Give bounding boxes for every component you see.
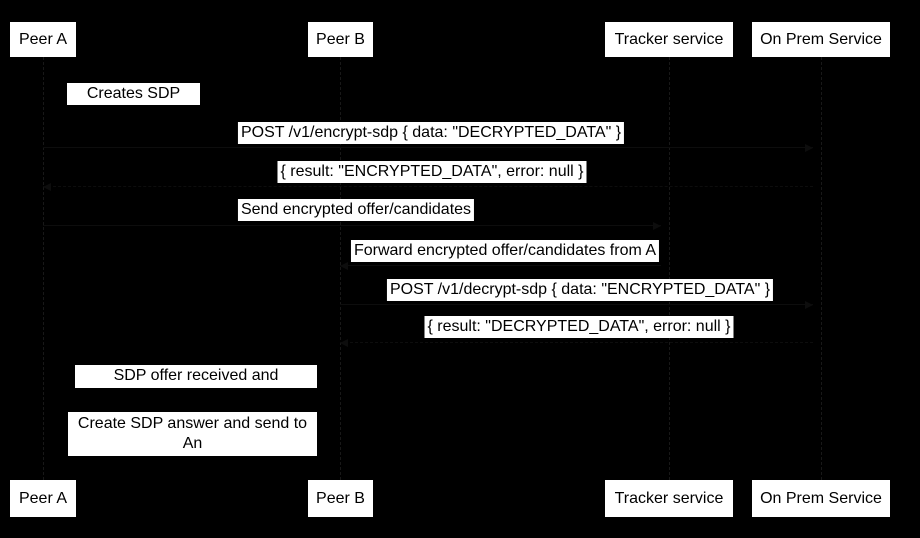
message-send-encrypted-offer: Send encrypted offer/candidates bbox=[237, 199, 475, 221]
arrowhead-icon bbox=[805, 144, 813, 152]
arrow-send-offer bbox=[43, 222, 661, 230]
arrow-decrypt-request bbox=[340, 301, 813, 309]
arrow-decrypt-response bbox=[340, 339, 813, 347]
message-encrypt-sdp-response: { result: "ENCRYPTED_DATA", error: null … bbox=[277, 161, 587, 183]
lifeline-tracker-service bbox=[669, 57, 670, 480]
arrowhead-icon bbox=[805, 301, 813, 309]
message-forward-encrypted-offer: Forward encrypted offer/candidates from … bbox=[350, 240, 660, 262]
arrow-forward-offer bbox=[340, 262, 661, 270]
arrowhead-icon bbox=[43, 183, 51, 191]
note-line-1: Create SDP answer and send to An bbox=[77, 415, 308, 452]
arrowhead-icon bbox=[340, 262, 348, 270]
note-creates-sdp-offer: Creates SDP offer bbox=[67, 83, 200, 122]
actor-on-prem-service-bottom: On Prem Service bbox=[752, 480, 890, 517]
actor-peer-a-bottom: Peer A bbox=[10, 480, 76, 517]
lifeline-on-prem-service bbox=[821, 57, 822, 480]
arrow-encrypt-response bbox=[43, 183, 813, 191]
actor-tracker-service-top: Tracker service bbox=[605, 22, 733, 57]
actor-peer-b-bottom: Peer B bbox=[308, 480, 373, 517]
actor-peer-a-top: Peer A bbox=[10, 22, 76, 57]
note-create-sdp-answer: Create SDP answer and send to An using t… bbox=[68, 412, 317, 472]
actor-on-prem-service-top: On Prem Service bbox=[752, 22, 890, 57]
message-decrypt-sdp-request: POST /v1/decrypt-sdp { data: "ENCRYPTED_… bbox=[386, 279, 774, 301]
note-sdp-offer-received: SDP offer received and decrypted! bbox=[75, 365, 317, 404]
arrowhead-icon bbox=[340, 339, 348, 347]
message-encrypt-sdp-request: POST /v1/encrypt-sdp { data: "DECRYPTED_… bbox=[237, 122, 625, 144]
arrow-encrypt-request bbox=[43, 144, 813, 152]
note-line-2: using the same mechanism bbox=[95, 455, 290, 472]
arrowhead-icon bbox=[653, 222, 661, 230]
lifeline-peer-a bbox=[43, 57, 44, 480]
message-decrypt-sdp-response: { result: "DECRYPTED_DATA", error: null … bbox=[424, 316, 734, 338]
actor-peer-b-top: Peer B bbox=[308, 22, 373, 57]
actor-tracker-service-bottom: Tracker service bbox=[605, 480, 733, 517]
